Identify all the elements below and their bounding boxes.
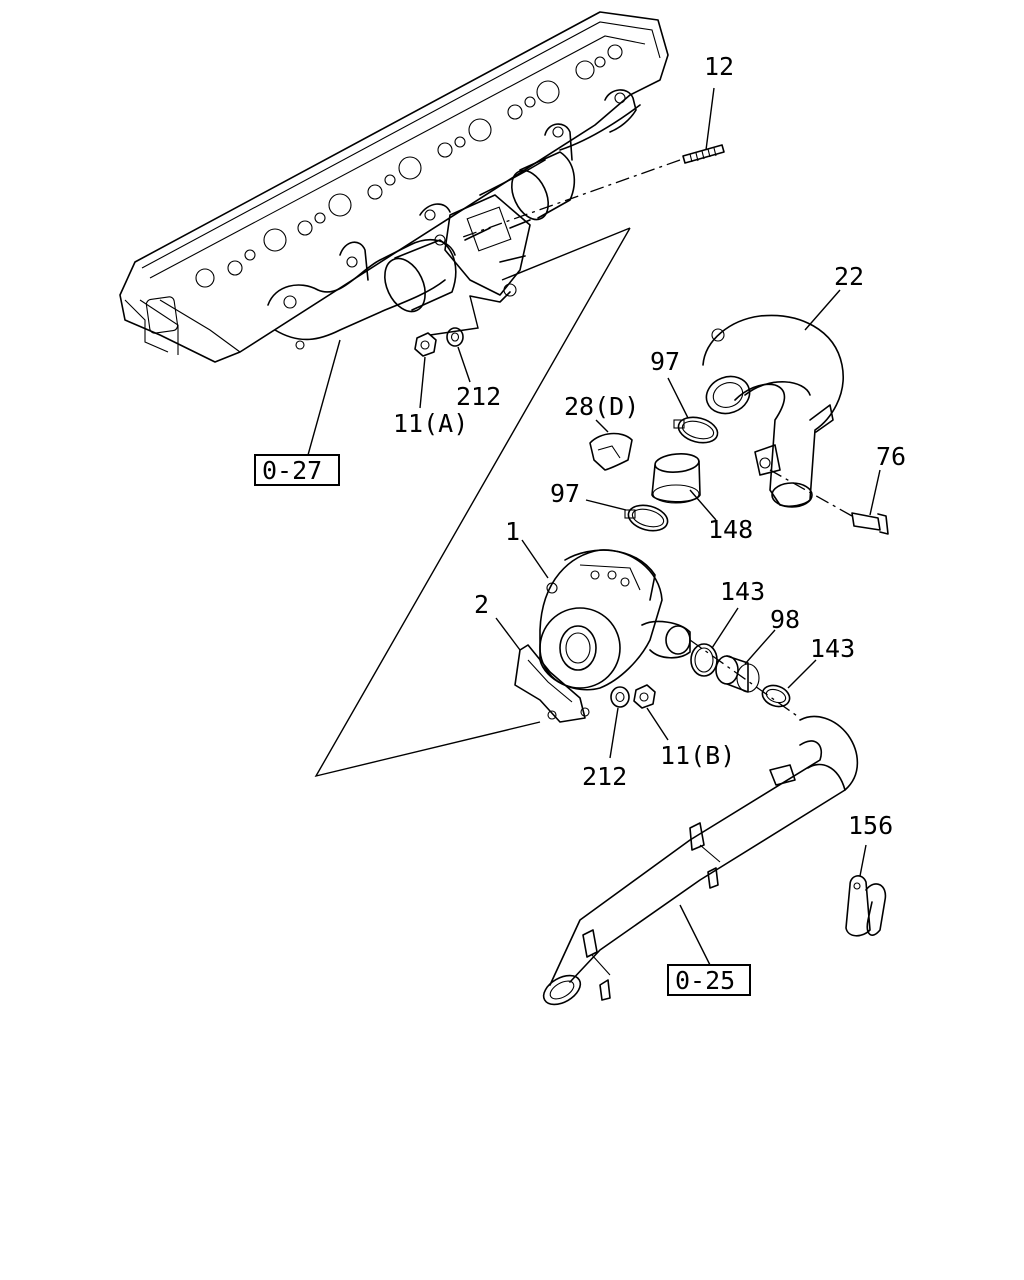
callout-98: 98	[770, 605, 800, 634]
centerline-bolt	[769, 469, 853, 517]
callout-212-lower: 212	[582, 762, 627, 791]
flange-leader	[429, 295, 479, 336]
callout-11a: 11(A)	[393, 409, 468, 438]
callout-11b: 11(B)	[660, 741, 735, 770]
intake-pipe-22: 22	[702, 262, 864, 508]
centerline-stud	[459, 159, 681, 239]
hose-148: 148	[651, 453, 753, 544]
assembly-triangle	[314, 227, 631, 778]
callout-2: 2	[474, 590, 489, 619]
nut-11b: 11(B)	[633, 684, 735, 770]
washer-212-lower: 212	[582, 686, 630, 791]
manifold-turbo-flange	[434, 194, 531, 303]
callout-143-left: 143	[720, 577, 765, 606]
bracket-2: 2	[474, 590, 590, 723]
cylinder-head-assembly	[119, 11, 669, 363]
nut-11a: 11(A)	[393, 332, 468, 438]
ref-0-27-label: 0-27	[262, 456, 322, 485]
clamp-97-lower: 97	[550, 479, 669, 532]
callout-97-upper: 97	[650, 347, 680, 376]
turbocharger-1: 1	[505, 517, 691, 691]
clamp-143-left: 143	[690, 577, 765, 677]
callout-1: 1	[505, 517, 520, 546]
callout-76: 76	[876, 442, 906, 471]
callout-22: 22	[834, 262, 864, 291]
callout-12: 12	[704, 52, 734, 81]
clamp-97-upper: 97	[650, 347, 719, 444]
exhaust-manifold	[267, 89, 641, 350]
clip-156: 156	[845, 811, 893, 937]
ref-0-25-label: 0-25	[675, 966, 735, 995]
ref-box-0-25: 0-25	[667, 904, 751, 996]
ref-box-0-27: 0-27	[254, 339, 341, 486]
callout-212-upper: 212	[456, 382, 501, 411]
callout-156: 156	[848, 811, 893, 840]
stud-12: 12	[682, 52, 734, 164]
bolt-76: 76	[851, 442, 906, 535]
head-port-holes	[195, 44, 623, 288]
callout-143-right: 143	[810, 634, 855, 663]
intake-tube-assembly	[542, 715, 859, 1006]
callout-97-lower: 97	[550, 479, 580, 508]
washer-212-upper: 212	[446, 327, 501, 411]
clamp-143-right: 143	[761, 634, 855, 708]
callout-148: 148	[708, 515, 753, 544]
clip-28d: 28(D)	[564, 392, 639, 471]
hose-98: 98	[715, 605, 800, 693]
centerline-outlet	[689, 639, 801, 719]
callout-28d: 28(D)	[564, 392, 639, 421]
